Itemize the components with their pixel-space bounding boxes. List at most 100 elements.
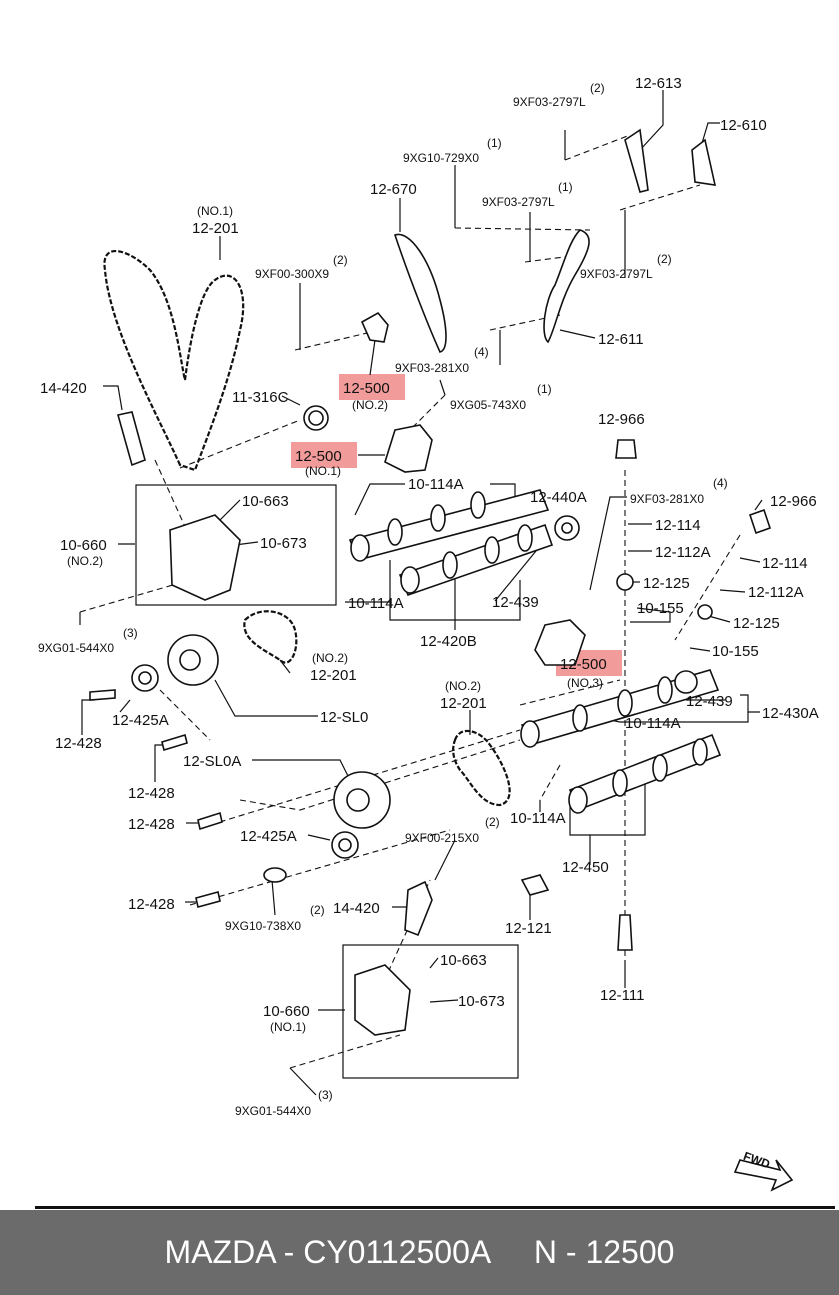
label-10-660: 10-660 bbox=[263, 1003, 310, 1020]
label-10-663: 10-663 bbox=[440, 952, 487, 969]
label-10-155: 10-155 bbox=[712, 643, 759, 660]
solenoid-14-420-a bbox=[117, 411, 146, 467]
label-12-439: 12-439 bbox=[686, 693, 733, 710]
label-qty: (1) bbox=[558, 180, 573, 194]
label-12-611: 12-611 bbox=[598, 331, 644, 348]
cap-9xg10-738x0 bbox=[263, 867, 287, 883]
guide-12-611 bbox=[543, 229, 590, 344]
label-qty: (1) bbox=[487, 136, 502, 150]
label-10-673: 10-673 bbox=[260, 535, 307, 552]
timing-chain-no2-a bbox=[243, 610, 298, 664]
camshaft-12-420b bbox=[398, 523, 554, 597]
label-12-425a: 12-425A bbox=[112, 712, 169, 729]
label-12-613: 12-613 bbox=[635, 75, 682, 92]
guide-12-670 bbox=[393, 233, 447, 353]
label-no1: (NO.1) bbox=[305, 464, 341, 478]
label-12-428: 12-428 bbox=[55, 735, 102, 752]
label-14-420: 14-420 bbox=[40, 380, 87, 397]
label-14-420: 14-420 bbox=[333, 900, 380, 917]
tensioner-12-500-no1 bbox=[384, 424, 433, 473]
label-12-201: 12-201 bbox=[440, 695, 487, 712]
label-12-428: 12-428 bbox=[128, 816, 175, 833]
label-12-966: 12-966 bbox=[598, 411, 645, 428]
label-qty: (4) bbox=[474, 345, 489, 359]
label-12-440a: 12-440A bbox=[530, 489, 587, 506]
label-12-125: 12-125 bbox=[733, 615, 780, 632]
label-no2: (NO.2) bbox=[445, 679, 481, 693]
bolt-12-428-d bbox=[195, 891, 221, 908]
label-12-201: 12-201 bbox=[310, 667, 357, 684]
label-12-425a: 12-425A bbox=[240, 828, 297, 845]
vvt-no1-box bbox=[342, 944, 519, 1079]
label-no3: (NO.3) bbox=[567, 676, 603, 690]
label-qty: (2) bbox=[485, 815, 500, 829]
spring-12-125-a bbox=[616, 573, 634, 591]
label-12-500-no2: 12-500 bbox=[343, 380, 390, 397]
label-9xf03-2797l: 9XF03-2797L bbox=[482, 195, 555, 209]
label-12-111: 12-111 bbox=[600, 987, 644, 1004]
lifter-12-966-b bbox=[748, 508, 772, 535]
lifter-12-966-a bbox=[615, 439, 637, 459]
label-9xf00-215x0: 9XF00-215X0 bbox=[405, 831, 479, 845]
label-12-670: 12-670 bbox=[370, 181, 417, 198]
label-qty: (2) bbox=[333, 253, 348, 267]
parts bbox=[89, 128, 772, 1036]
label-10-660: 10-660 bbox=[60, 537, 107, 554]
labels: 12-613 12-610 (2) 9XF03-2797L (1) 9XG10-… bbox=[38, 75, 819, 1172]
label-12-sl0: 12-SL0 bbox=[320, 709, 368, 726]
spring-12-125-b bbox=[697, 604, 713, 620]
label-10-114a: 10-114A bbox=[625, 715, 681, 732]
label-9xf03-2797l: 9XF03-2797L bbox=[513, 95, 586, 109]
highlight-12-500-no1 bbox=[291, 442, 357, 468]
label-12-201: 12-201 bbox=[192, 220, 239, 237]
label-10-114a: 10-114A bbox=[348, 595, 404, 612]
label-12-439: 12-439 bbox=[492, 594, 539, 611]
label-qty: (4) bbox=[713, 476, 728, 490]
label-12-125: 12-125 bbox=[643, 575, 690, 592]
label-12-114: 12-114 bbox=[762, 555, 808, 572]
label-12-500-no1: 12-500 bbox=[295, 448, 342, 465]
label-12-112a: 12-112A bbox=[655, 544, 711, 561]
label-9xf03-281x0: 9XF03-281X0 bbox=[630, 492, 704, 506]
vvt-body-no1 bbox=[354, 964, 411, 1036]
label-12-450: 12-450 bbox=[562, 859, 609, 876]
label-9xf00-300x9: 9XF00-300X9 bbox=[255, 267, 329, 281]
label-12-500-no3: 12-500 bbox=[560, 656, 607, 673]
guide-12-610 bbox=[691, 138, 717, 186]
camshaft-12-430a bbox=[520, 669, 720, 748]
parts-diagram: 12-613 12-610 (2) 9XF03-2797L (1) 9XG10-… bbox=[38, 75, 819, 1192]
label-12-610: 12-610 bbox=[720, 117, 767, 134]
label-9xg10-738x0: 9XG10-738X0 bbox=[225, 919, 301, 933]
label-no2: (NO.2) bbox=[67, 554, 103, 568]
label-12-121: 12-121 bbox=[505, 920, 552, 937]
label-9xg10-729x0: 9XG10-729X0 bbox=[403, 151, 479, 165]
fwd-arrow-icon bbox=[733, 1159, 794, 1192]
label-10-114a: 10-114A bbox=[408, 476, 464, 493]
part-number-caption: MAZDA - CY0112500A N - 12500 bbox=[164, 1234, 675, 1270]
bolt-12-428-b bbox=[161, 733, 188, 752]
label-12-966: 12-966 bbox=[770, 493, 817, 510]
label-12-sl0a: 12-SL0A bbox=[183, 753, 241, 770]
label-qty: (2) bbox=[590, 81, 605, 95]
vvt-no2-box bbox=[135, 484, 337, 606]
footer-bar: MAZDA - CY0112500A N - 12500 bbox=[0, 1210, 839, 1295]
vvt-body-no2 bbox=[169, 514, 241, 601]
label-12-420b: 12-420B bbox=[420, 633, 477, 650]
label-no2: (NO.2) bbox=[352, 398, 388, 412]
label-9xf03-281x0: 9XF03-281X0 bbox=[395, 361, 469, 375]
camshaft-12-450 bbox=[568, 733, 722, 814]
label-10-673: 10-673 bbox=[458, 993, 505, 1010]
label-qty: (3) bbox=[318, 1088, 333, 1102]
label-11-316c: 11-316C bbox=[232, 389, 289, 406]
tensioner-12-500-no3 bbox=[534, 619, 586, 666]
tensioner-12-500-no2 bbox=[360, 311, 389, 343]
label-9xg05-743x0: 9XG05-743X0 bbox=[450, 398, 526, 412]
label-10-114a: 10-114A bbox=[510, 810, 566, 827]
label-12-430a: 12-430A bbox=[762, 705, 819, 722]
label-qty: (1) bbox=[537, 382, 552, 396]
label-qty: (2) bbox=[657, 252, 672, 266]
bolt-12-111 bbox=[617, 914, 633, 951]
highlight-12-500-no2 bbox=[339, 374, 405, 400]
guide-12-613 bbox=[624, 128, 649, 193]
timing-chain-no2-b bbox=[452, 729, 511, 807]
